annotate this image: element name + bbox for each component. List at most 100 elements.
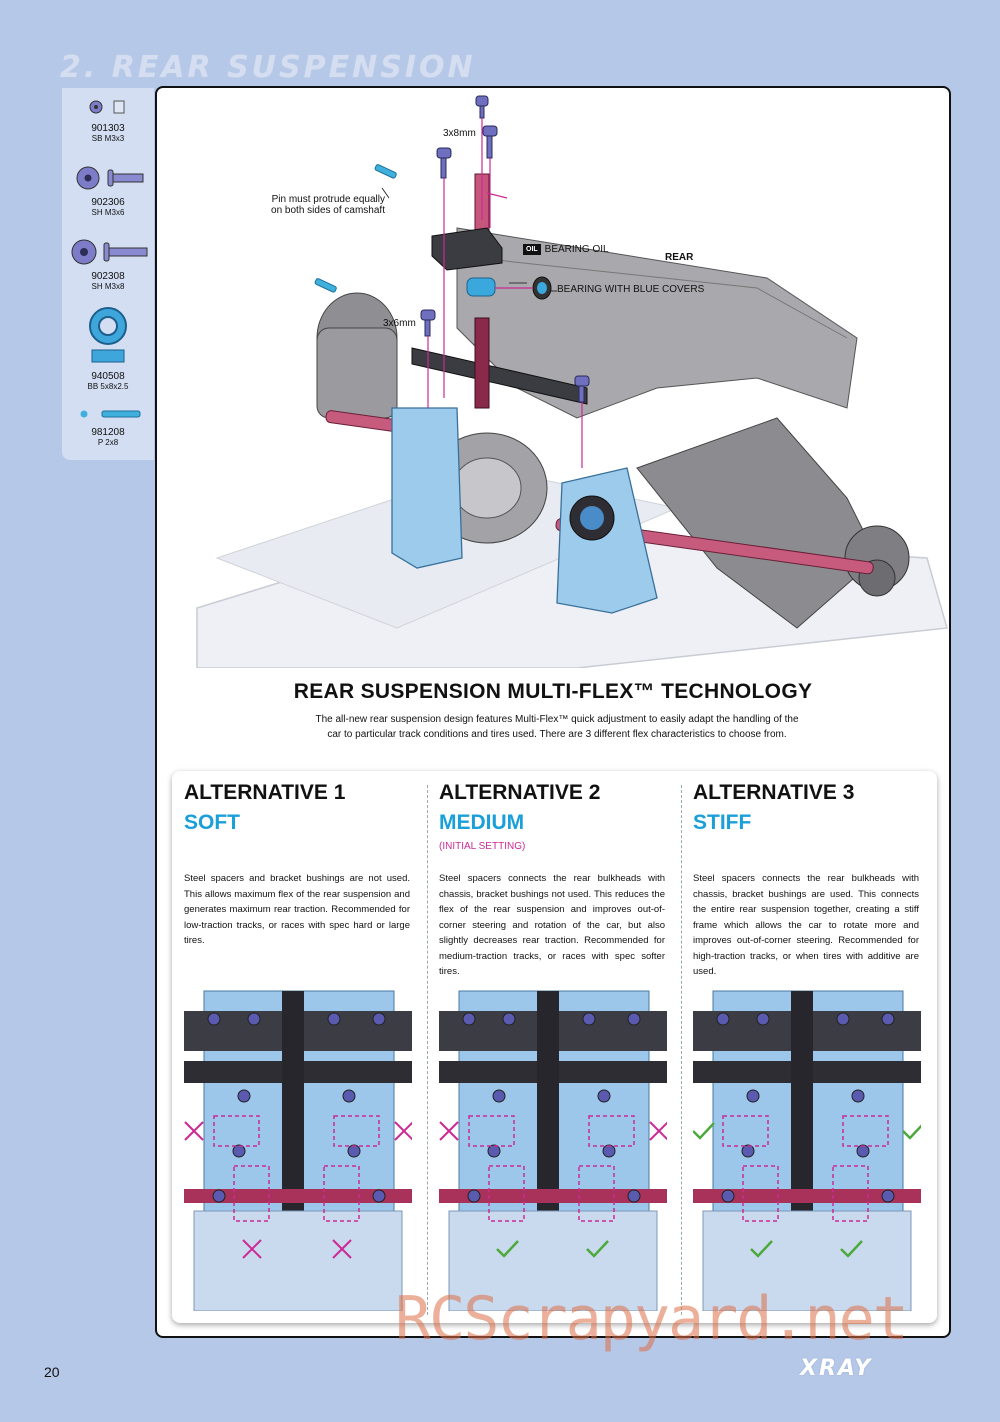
cross-stroke <box>184 1121 204 1141</box>
ball-stud <box>467 1189 481 1203</box>
alternative-subtitle: MEDIUM <box>439 811 525 834</box>
highlight-box <box>488 1165 525 1222</box>
instruction-frame: 3x8mm Pin must protrude equally on both … <box>155 86 951 1338</box>
part-desc: SB M3x3 <box>91 134 125 143</box>
highlight-box <box>722 1115 769 1147</box>
part-desc: BB 5x8x2.5 <box>87 382 129 391</box>
part-code: 901303 <box>91 123 125 134</box>
socket-head-screw-icon <box>71 239 148 265</box>
alternative-subtitle: STIFF <box>693 811 752 834</box>
alternative-description: Steel spacers and bracket bushings are n… <box>184 873 410 946</box>
check-mark-icon <box>840 1240 863 1258</box>
highlight-box <box>742 1165 779 1222</box>
ball-stud <box>237 1089 251 1103</box>
multiflex-desc-line1: The all-new rear suspension design featu… <box>315 714 799 725</box>
part-desc: SH M3x6 <box>91 208 125 217</box>
part-code: 981208 <box>91 427 125 438</box>
alternative-note: (INITIAL SETTING) <box>439 841 526 852</box>
highlight-box <box>588 1115 635 1147</box>
ball-stud <box>756 1012 770 1026</box>
cross-mark-icon <box>439 1121 459 1141</box>
highlight-box <box>323 1165 360 1222</box>
ball-stud <box>582 1012 596 1026</box>
cross-stroke <box>649 1121 667 1141</box>
callout-screw-3x8: 3x8mm <box>443 128 476 139</box>
ball-stud <box>597 1089 611 1103</box>
callout-bearing-oil: OIL BEARING OIL <box>523 244 609 255</box>
ball-stud <box>207 1012 221 1026</box>
part-code: 940508 <box>91 371 125 382</box>
alternative-1-figure <box>184 990 412 1311</box>
part-981208: 981208 P 2x8 <box>62 406 154 447</box>
callout-pin-note-line1: Pin must protrude equally <box>271 194 385 205</box>
center-brace <box>282 991 304 1221</box>
ball-stud <box>232 1144 246 1158</box>
callout-bearing-oil-label: BEARING OIL <box>544 244 609 255</box>
ball-stud <box>487 1144 501 1158</box>
alternative-3-figure <box>693 990 921 1311</box>
cross-mark-icon <box>649 1121 667 1141</box>
rear-suspension-assembly-diagram <box>196 95 948 668</box>
part-901303: 901303 SB M3x3 <box>62 96 154 143</box>
ball-stud <box>881 1012 895 1026</box>
check-mark-icon <box>693 1122 715 1140</box>
cross-mark-icon <box>394 1121 412 1141</box>
part-code: 902306 <box>91 197 125 208</box>
highlight-box <box>842 1115 889 1147</box>
ball-stud <box>347 1144 361 1158</box>
section-title: 2. REAR SUSPENSION <box>60 50 476 85</box>
ball-stud <box>856 1144 870 1158</box>
chassis-plate <box>448 1210 658 1311</box>
part-code: 902308 <box>91 271 125 282</box>
alternative-subtitle: SOFT <box>184 811 240 834</box>
ball-stud <box>502 1012 516 1026</box>
oil-icon: OIL <box>523 244 541 255</box>
callout-screw-3x6: 3x6mm <box>383 318 416 329</box>
chassis-plate <box>702 1210 912 1311</box>
alternative-1: ALTERNATIVE 1 SOFT Steel spacers and bra… <box>172 771 427 1323</box>
ball-stud <box>851 1089 865 1103</box>
ball-stud <box>212 1189 226 1203</box>
multiflex-heading: REAR SUSPENSION MULTI-FLEX™ TECHNOLOGY <box>293 680 813 703</box>
cross-mark-icon <box>332 1239 352 1259</box>
pin-icon <box>80 410 141 418</box>
check-mark-icon <box>586 1240 609 1258</box>
driveshaft <box>184 1189 412 1203</box>
xray-logo: XRAY <box>800 1356 873 1381</box>
highlight-box <box>213 1115 260 1147</box>
cross-stroke <box>439 1121 459 1141</box>
ball-stud <box>602 1144 616 1158</box>
highlight-box <box>578 1165 615 1222</box>
page-number: 20 <box>44 1364 60 1380</box>
part-940508: 940508 BB 5x8x2.5 <box>62 306 154 391</box>
alternative-title: ALTERNATIVE 1 <box>184 781 346 804</box>
ball-stud <box>716 1012 730 1026</box>
parts-panel: 901303 SB M3x3 902306 SH M3x6 902308 SH … <box>62 88 154 460</box>
chassis-plate <box>193 1210 403 1311</box>
socket-head-screw-icon <box>76 166 144 190</box>
callout-bearing-covers: BEARING WITH BLUE COVERS <box>557 284 705 295</box>
alternative-3: ALTERNATIVE 3 STIFF Steel spacers connec… <box>681 771 937 1323</box>
check-mark-icon <box>496 1240 519 1258</box>
part-902306: 902306 SH M3x6 <box>62 164 154 217</box>
highlight-box <box>233 1165 270 1222</box>
check-mark-icon <box>750 1240 773 1258</box>
part-desc: P 2x8 <box>97 438 119 447</box>
highlight-box <box>468 1115 515 1147</box>
alternatives-panel: ALTERNATIVE 1 SOFT Steel spacers and bra… <box>172 771 937 1323</box>
ball-stud <box>627 1012 641 1026</box>
ball-stud <box>746 1089 760 1103</box>
part-desc: SH M3x8 <box>91 282 125 291</box>
alternative-title: ALTERNATIVE 3 <box>693 781 855 804</box>
ball-stud <box>372 1189 386 1203</box>
multiflex-description: The all-new rear suspension design featu… <box>307 712 807 742</box>
ball-stud <box>492 1089 506 1103</box>
ball-stud <box>462 1012 476 1026</box>
ball-stud <box>342 1089 356 1103</box>
watermark-text: RCScrapyard.net <box>395 1284 909 1354</box>
ball-stud <box>881 1189 895 1203</box>
ball-stud <box>372 1012 386 1026</box>
ball-bearing-icon <box>89 307 127 363</box>
check-mark-icon <box>902 1124 921 1140</box>
column-divider <box>427 785 428 1315</box>
